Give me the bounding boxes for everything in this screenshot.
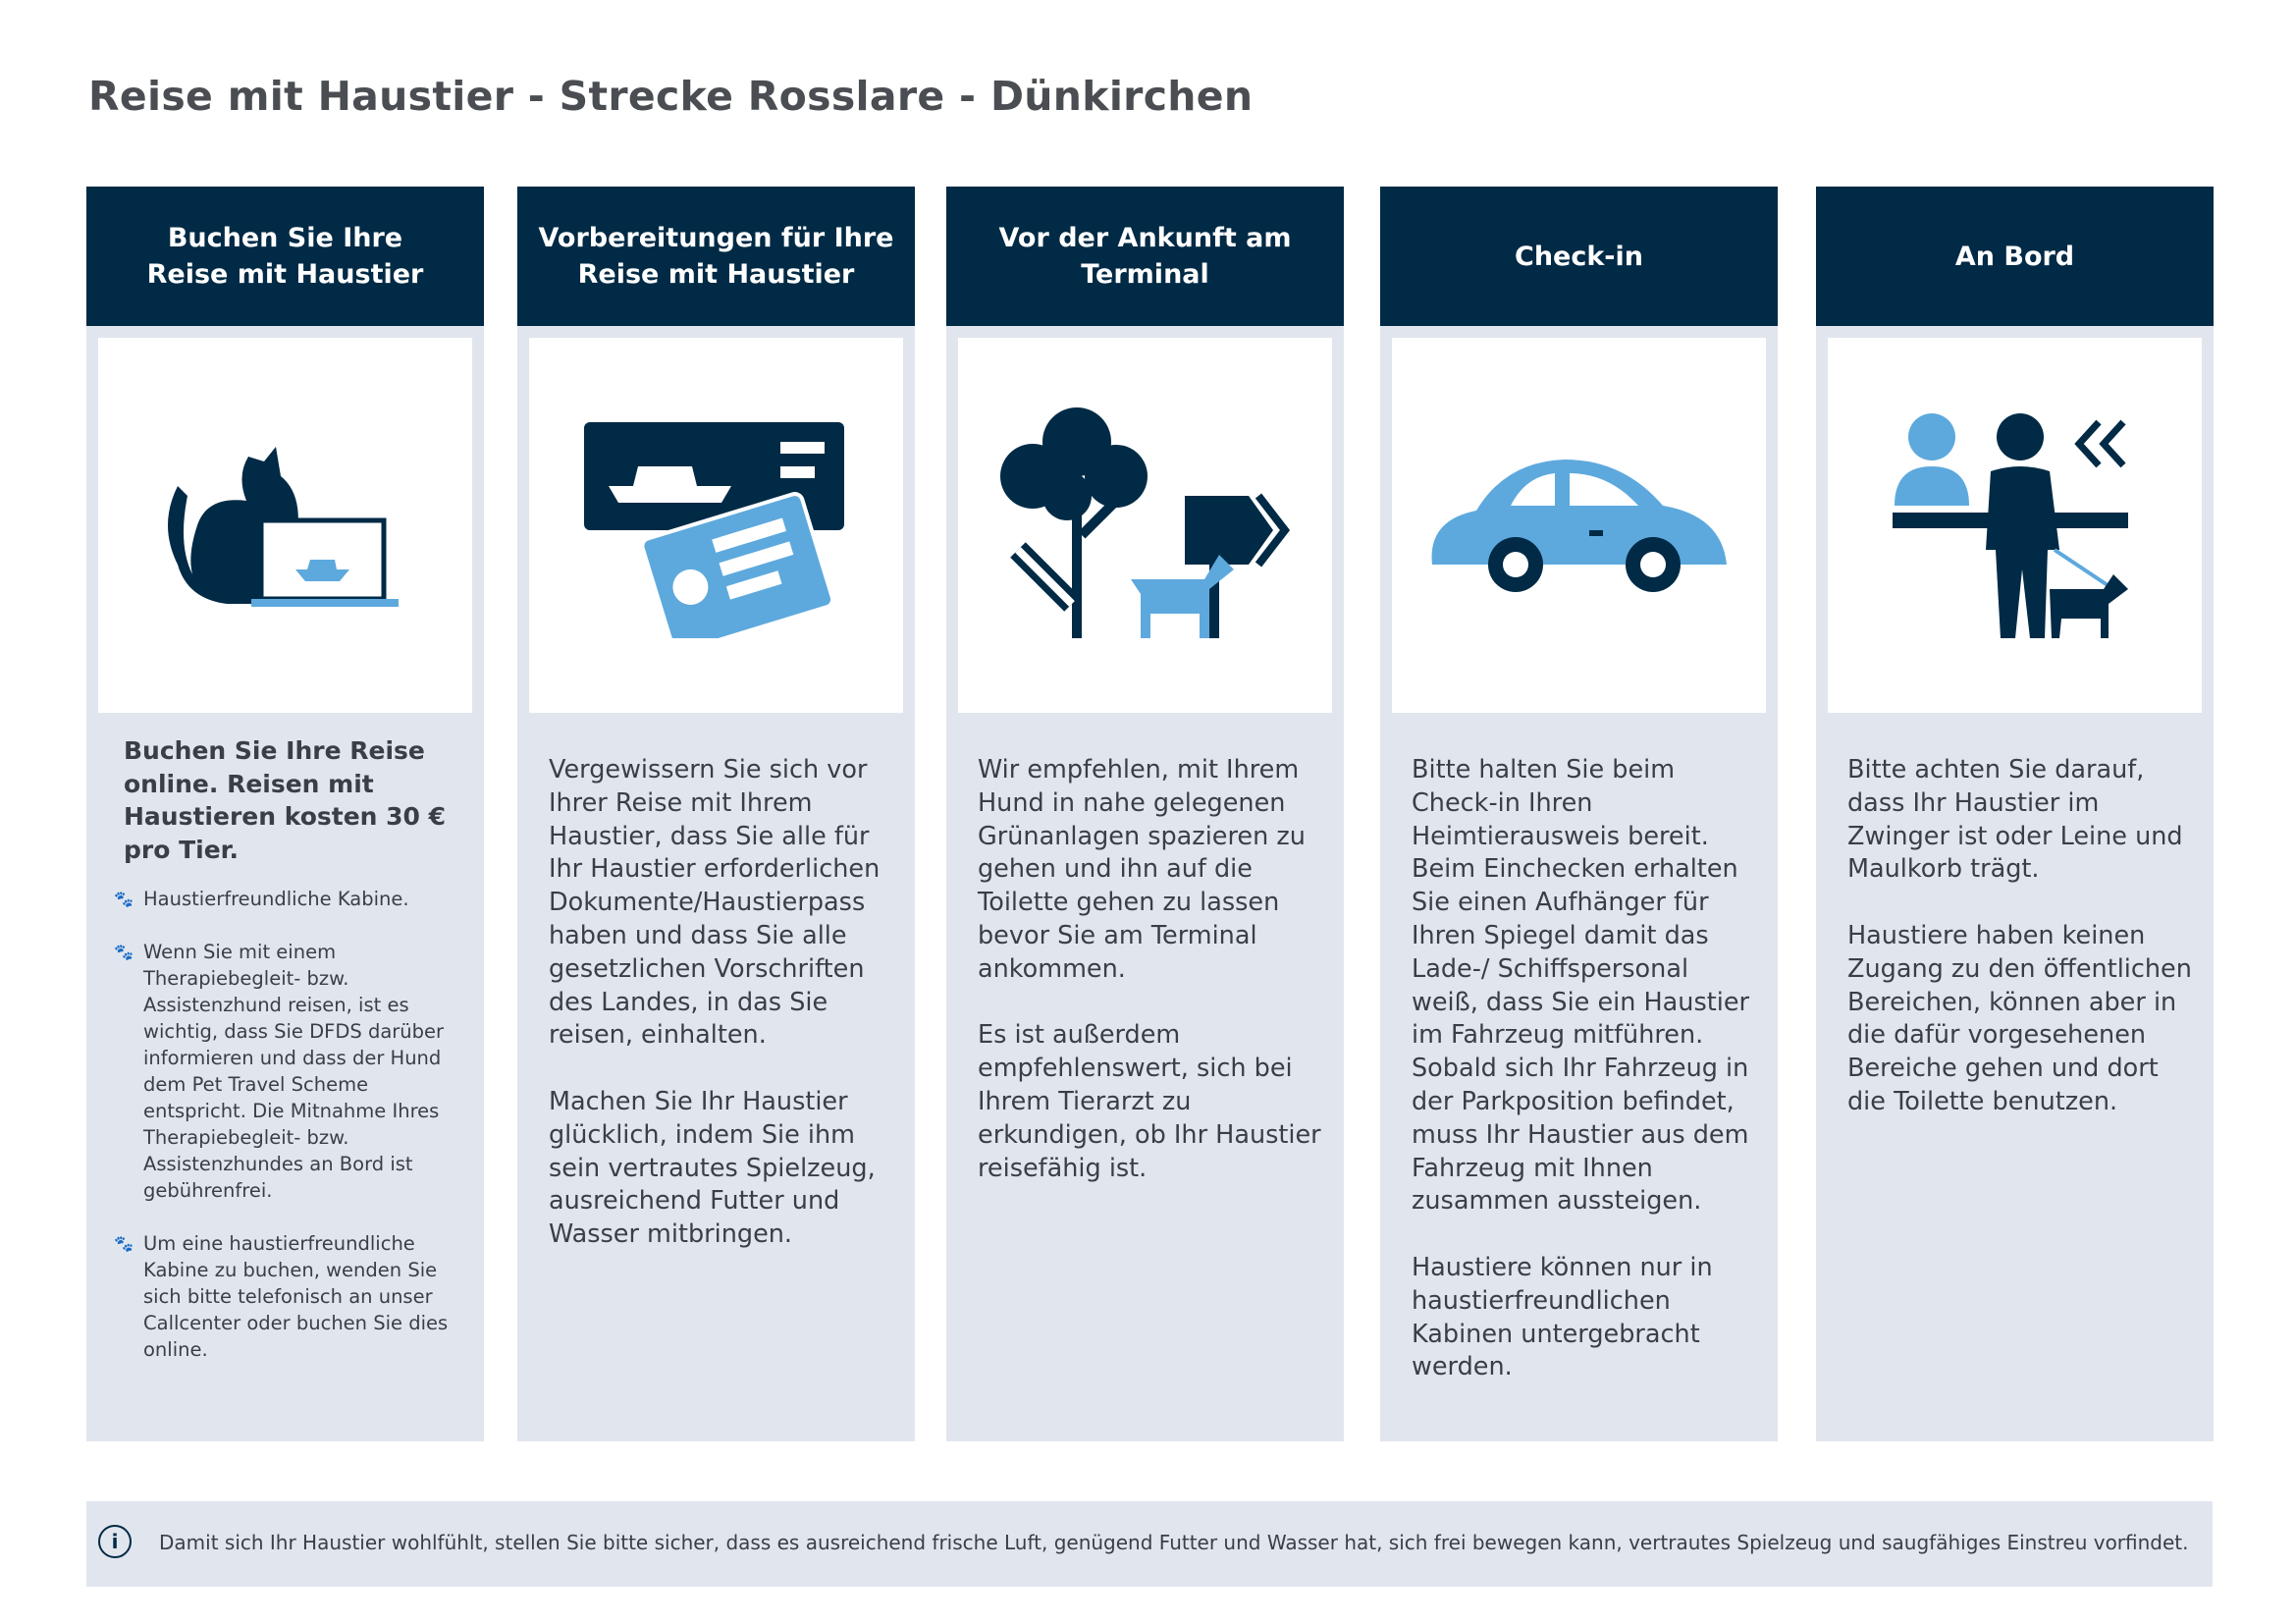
step-header: An Bord [1816, 187, 2214, 326]
step-header: Check-in [1380, 187, 1778, 326]
body-paragraph: Wir empfehlen, mit Ihrem Hund in nahe ge… [978, 755, 1306, 984]
info-footer: i Damit sich Ihr Haustier wohlfühlt, ste… [86, 1501, 2213, 1587]
body-paragraph: Haustiere können nur in haustierfreundli… [1412, 1252, 1713, 1382]
step-prepare: Vorbereitungen für Ihre Reise mit Hausti… [517, 187, 915, 1441]
paw-icon: 🐾 [114, 890, 133, 908]
bullet-item: 🐾Wenn Sie mit einem Therapiebegleit- bzw… [114, 941, 445, 1202]
body-paragraph: Vergewissern Sie sich vor Ihrer Reise mi… [549, 755, 881, 1051]
bullet-item: 🐾Haustierfreundliche Kabine. [114, 888, 409, 910]
car-icon [1392, 338, 1766, 713]
dog-park-icon [958, 338, 1332, 713]
step-checkin: Check-in Bitte halten Sie beim Check-in … [1380, 187, 1778, 1441]
body-paragraph: Haustiere haben keinen Zugang zu den öff… [1847, 920, 2192, 1116]
body-paragraph: Bitte halten Sie beim Check-in Ihren Hei… [1412, 755, 1750, 1217]
page-title: Reise mit Haustier - Strecke Rosslare - … [88, 73, 1254, 120]
footer-text: Damit sich Ihr Haustier wohlfühlt, stell… [159, 1531, 2189, 1554]
paw-icon: 🐾 [114, 943, 133, 961]
step-header: Vor der Ankunft am Terminal [946, 187, 1344, 326]
body-paragraph: Es ist außerdem empfehlenswert, sich bei… [978, 1020, 1321, 1183]
body-paragraph: Bitte achten Sie darauf, dass Ihr Hausti… [1847, 755, 2183, 885]
step-header: Vorbereitungen für Ihre Reise mit Hausti… [517, 187, 915, 326]
step-header: Buchen Sie Ihre Reise mit Haustier [86, 187, 484, 326]
lead-text: Buchen Sie Ihre Reise online. Reisen mit… [124, 736, 447, 864]
body-paragraph: Machen Sie Ihr Haustier glücklich, indem… [549, 1086, 876, 1250]
step-book: Buchen Sie Ihre Reise mit Haustier Buche… [86, 187, 484, 1441]
onboard-dog-icon [1828, 338, 2202, 713]
step-onboard: An Bord Bitte achten Sie darauf, dass Ih… [1816, 187, 2214, 1441]
info-icon: i [98, 1525, 132, 1558]
bullet-item: 🐾Um eine haustierfreundliche Kabine zu b… [114, 1232, 449, 1361]
paw-icon: 🐾 [114, 1234, 133, 1253]
step-arrival: Vor der Ankunft am Terminal Wir empfehle… [946, 187, 1344, 1441]
ticket-passport-icon [529, 338, 903, 713]
cat-laptop-icon [98, 338, 472, 713]
